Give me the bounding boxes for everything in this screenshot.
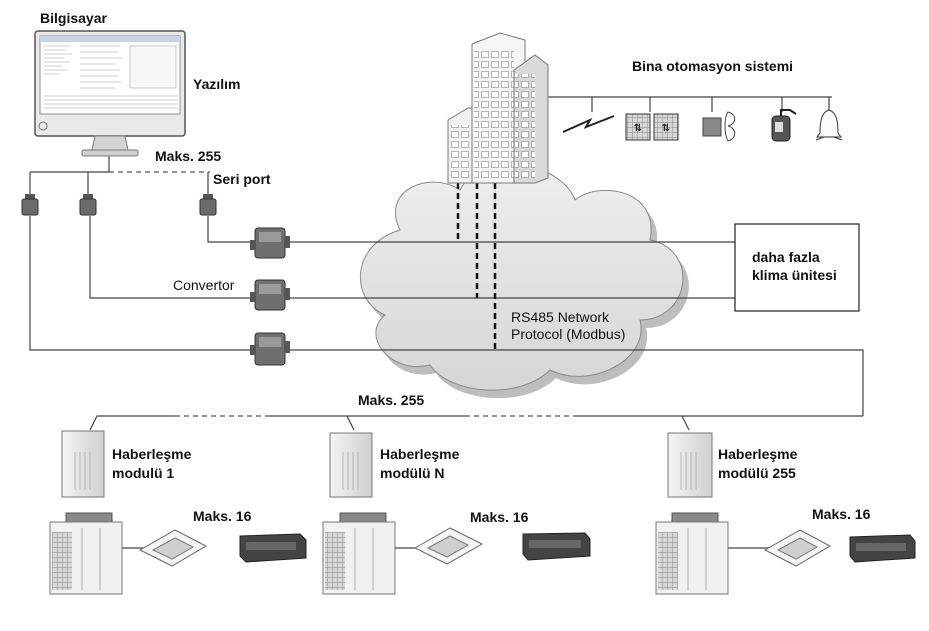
more-units-line1: daha fazla <box>752 249 820 265</box>
module-1-line2: modulü 1 <box>112 465 174 481</box>
outdoor-unit-n <box>322 512 396 595</box>
module-255-line1: Haberleşme <box>718 446 798 462</box>
svg-text:⇅: ⇅ <box>634 123 642 134</box>
outdoor-unit-255 <box>655 512 729 595</box>
converter-2 <box>250 279 290 311</box>
cloud-label-line1: RS485 Network <box>511 309 610 325</box>
serial-plug-1 <box>21 194 39 216</box>
module-1-line1: Haberleşme <box>112 446 192 462</box>
wireless-icon <box>562 115 615 133</box>
serial-plug-3 <box>199 194 217 216</box>
cassette-unit-1 <box>138 529 208 567</box>
module-255-max-label: Maks. 16 <box>812 506 871 522</box>
duct-unit-1 <box>239 533 307 563</box>
converter-1 <box>250 227 290 259</box>
software-label: Yazılım <box>193 76 240 92</box>
more-units-box <box>734 223 860 312</box>
converter-3 <box>250 332 290 366</box>
communication-module-1 <box>61 430 105 498</box>
computer-monitor <box>34 30 186 157</box>
module-column-1 <box>49 430 307 595</box>
module-n-line2: modülü N <box>380 465 445 481</box>
outdoor-unit-1 <box>49 512 123 595</box>
module-n-line1: Haberleşme <box>380 446 460 462</box>
serial-port-label: Seri port <box>213 171 271 187</box>
cloud-label-line2: Protocol (Modbus) <box>511 326 625 342</box>
building-icon <box>447 32 549 184</box>
wires <box>29 96 864 549</box>
module-n-max-label: Maks. 16 <box>470 509 529 525</box>
communication-module-n <box>329 432 373 498</box>
more-units-line2: klima ünitesi <box>752 267 837 283</box>
elevator-icon: ⇅ ⇅ <box>625 113 679 141</box>
fire-extinguisher-icon <box>771 109 797 142</box>
rs485-cloud <box>359 164 689 399</box>
fan-icon <box>702 111 736 142</box>
duct-unit-n <box>522 532 591 561</box>
alarm-bell-icon <box>815 109 843 141</box>
svg-text:⇅: ⇅ <box>662 123 670 134</box>
building-network-links <box>456 183 497 350</box>
module-255-line2: modülü 255 <box>718 465 796 481</box>
module-1-max-label: Maks. 16 <box>193 508 252 524</box>
computer-title: Bilgisayar <box>40 10 107 26</box>
duct-unit-255 <box>849 534 916 563</box>
bas-label: Bina otomasyon sistemi <box>632 58 793 74</box>
cassette-unit-n <box>413 527 484 565</box>
serial-max-label: Maks. 255 <box>155 148 221 164</box>
cassette-unit-255 <box>763 529 832 567</box>
communication-module-255 <box>667 432 713 498</box>
converter-label: Convertor <box>173 277 235 293</box>
module-column-n <box>322 432 591 595</box>
serial-plug-2 <box>79 194 97 216</box>
module-column-255 <box>655 432 916 595</box>
bus-max-label: Maks. 255 <box>358 392 424 408</box>
